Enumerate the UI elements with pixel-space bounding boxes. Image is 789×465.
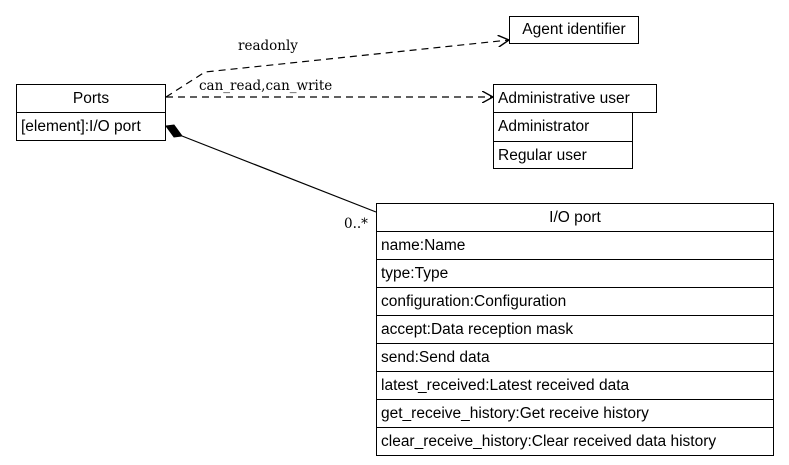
io-port-class[interactable]: I/O port name:Name type:Type configurati… [376, 203, 774, 456]
io-port-member: send:Send data [377, 343, 773, 371]
administrative-user-values: Administrator Regular user [493, 112, 633, 169]
can-read-write-label: can_read,can_write [199, 78, 333, 94]
io-port-member: clear_receive_history:Clear received dat… [377, 427, 773, 455]
io-port-member: latest_received:Latest received data [377, 371, 773, 399]
ports-class[interactable]: Ports [element]:I/O port [16, 84, 166, 141]
io-port-member: accept:Data reception mask [377, 315, 773, 343]
agent-identifier-title: Agent identifier [522, 21, 626, 38]
enum-value-regular-user: Regular user [494, 141, 632, 169]
readonly-dependency-edge [165, 40, 509, 98]
io-port-member: type:Type [377, 259, 773, 287]
composition-edge [181, 135, 377, 213]
io-port-member: get_receive_history:Get receive history [377, 399, 773, 427]
io-port-member: name:Name [377, 231, 773, 259]
multiplicity-label: 0..* [344, 216, 368, 232]
io-port-class-title: I/O port [549, 209, 601, 226]
ports-class-attribute: [element]:I/O port [17, 112, 165, 140]
ports-class-title: Ports [72, 90, 110, 107]
administrative-user-class[interactable]: Administrative user [493, 84, 657, 113]
administrative-user-title: Administrative user [498, 90, 630, 107]
agent-identifier-class[interactable]: Agent identifier [509, 16, 639, 44]
io-port-member: configuration:Configuration [377, 287, 773, 315]
enum-value-administrator: Administrator [498, 118, 590, 135]
readonly-label: readonly [238, 38, 298, 54]
composition-diamond-icon [165, 124, 183, 138]
